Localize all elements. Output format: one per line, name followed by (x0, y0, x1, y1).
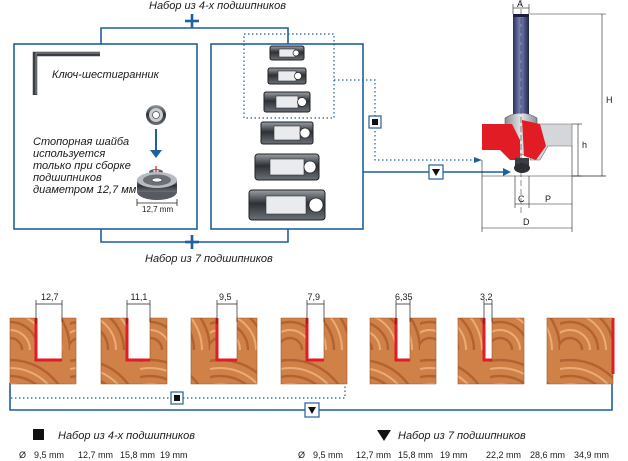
bearing-with-washer-icon (136, 166, 178, 206)
arrow-down-icon (150, 129, 162, 158)
legend-set7-value: 19 mm (440, 450, 468, 460)
profile-dimension-label: 3,2 (480, 292, 493, 302)
bearing-icon (267, 67, 307, 85)
legend-set4-label: Набор из 4-х подшипников (58, 430, 195, 442)
dimension-lines (481, 4, 606, 232)
legend-set7-label: Набор из 7 подшипников (398, 430, 526, 442)
bearing-icon (260, 121, 314, 145)
wood-profile (546, 317, 615, 385)
bearing-icon (269, 45, 305, 61)
wood-profile (9, 300, 77, 385)
top-bracket (100, 27, 289, 44)
washer-icon (146, 105, 166, 125)
plus-icon-top (185, 14, 199, 28)
dim-h-label: H (606, 95, 613, 105)
legend-set7-value: 9,5 mm (313, 450, 344, 460)
legend-set4-value: 19 mm (160, 450, 188, 460)
washer-note-line: подшипников (33, 172, 102, 184)
profile-dimension-label: 9,5 (219, 292, 232, 302)
legend-set7-value: 34,9 mm (574, 450, 610, 460)
legend-set7-value: Ø (298, 450, 306, 460)
washer-note-line: диаметром 12,7 мм (33, 184, 137, 196)
legend-triangle-icon (377, 430, 391, 441)
bearing-icon (254, 153, 320, 181)
bottom-header: Набор из 7 подшипников (145, 253, 273, 265)
washer-note-line: используется (33, 148, 106, 160)
hex-key-label: Ключ-шестигранник (52, 69, 159, 81)
top-header: Набор из 4-х подшипников (149, 0, 286, 12)
legend-set7-value: 22,2 mm (486, 450, 522, 460)
profile-dimension-label: 11,1 (130, 292, 148, 302)
plus-icon-bottom (185, 235, 199, 249)
wood-profile (100, 300, 168, 385)
washer-dimension: 12,7 mm (142, 205, 174, 214)
legend-square-icon (33, 429, 44, 440)
dim-c-label: C (518, 194, 525, 204)
dim-p-label: P (545, 194, 552, 204)
dim-h-small-label: h (582, 140, 588, 150)
washer-note-line: только при сборке (33, 160, 131, 172)
wood-profile (457, 300, 525, 385)
washer-note-line: Стопорная шайба (33, 136, 130, 148)
bottom-bracket (100, 229, 289, 243)
legend-set4-value: 12,7 mm (78, 450, 114, 460)
wood-profile (190, 300, 258, 385)
profile-dimension-label: 12,7 (41, 292, 59, 302)
router-bit-icon (482, 0, 573, 215)
legend-set4-value: 9,5 mm (34, 450, 65, 460)
profile-dimension-label: 6,35 (395, 292, 413, 302)
bearing-icon (248, 189, 326, 221)
profiles-layer (9, 300, 615, 385)
set4-dotted-frame (243, 33, 335, 119)
legend-set4-value: Ø (19, 450, 27, 460)
wood-profile (280, 300, 348, 385)
bearing-icon (263, 91, 311, 113)
hex-key-icon (32, 51, 100, 95)
legend-set7-value: 12,7 mm (356, 450, 392, 460)
profile-dimension-label: 7,9 (307, 292, 321, 302)
legend-set4-value: 15,8 mm (120, 450, 156, 460)
legend-set7-value: 28,6 mm (530, 450, 566, 460)
dim-d-label: D (523, 217, 530, 227)
set4-profiles-dotted-bracket (9, 383, 346, 399)
dim-a-label: A (517, 0, 524, 9)
legend-set7-value: 15,8 mm (398, 450, 434, 460)
wood-profile (369, 300, 437, 385)
